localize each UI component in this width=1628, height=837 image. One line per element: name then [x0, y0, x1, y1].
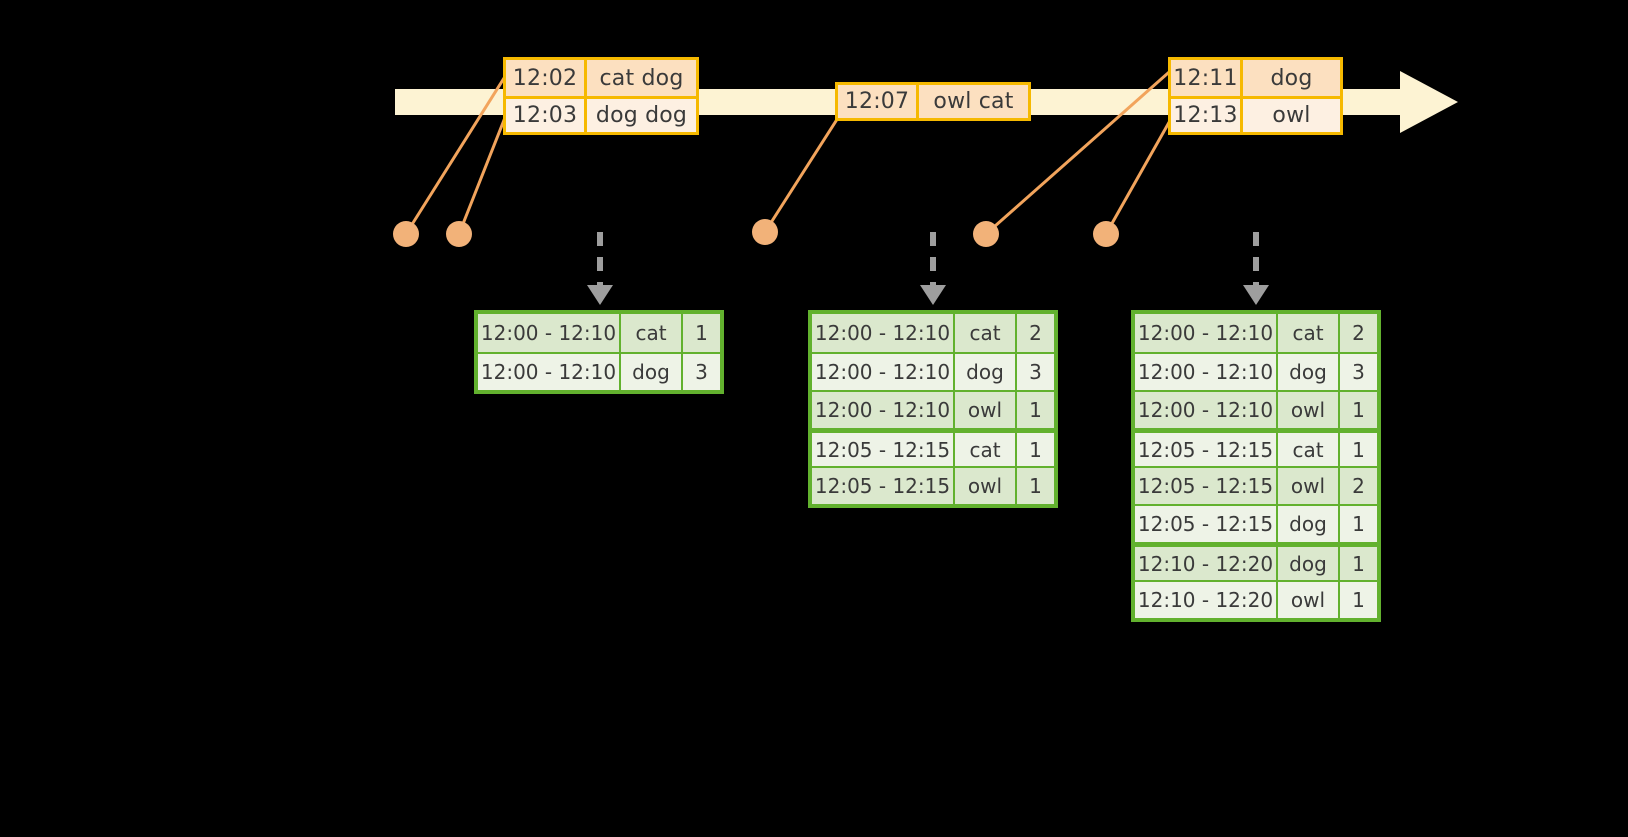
count-cell: 1 — [1352, 398, 1365, 422]
event-value: dog — [1270, 65, 1313, 91]
record-dot-5 — [1093, 221, 1119, 247]
emit-arrow-head-icon — [1243, 285, 1269, 305]
event-value: owl — [1272, 103, 1311, 128]
key-cell: owl — [955, 468, 1017, 504]
key-cell: cat — [1278, 433, 1340, 466]
window-cell: 12:05 - 12:15 — [1135, 468, 1278, 504]
leader-line-3 — [763, 109, 845, 233]
window-cell: 12:05 - 12:15 — [812, 468, 955, 504]
count-cell: 1 — [1352, 512, 1365, 536]
count-cell: 2 — [1352, 321, 1365, 345]
event-value: cat dog — [599, 65, 684, 91]
key-cell: cat — [1278, 314, 1340, 352]
event-time: 12:02 — [506, 60, 587, 96]
key-cell: owl — [1278, 582, 1340, 618]
key-cell: owl — [1278, 392, 1340, 428]
count-cell: 3 — [1029, 360, 1042, 384]
record-dot-3 — [752, 219, 778, 245]
leader-line-5 — [1104, 109, 1178, 235]
window-cell: 12:05 - 12:15 — [1135, 433, 1278, 466]
record-dot-4 — [973, 221, 999, 247]
event-group-2: 12:07 owl cat — [835, 82, 1031, 121]
count-cell: 2 — [1352, 474, 1365, 498]
count-cell: 1 — [695, 321, 708, 345]
event-value: dog dog — [595, 103, 688, 128]
count-cell: 1 — [1352, 588, 1365, 612]
event-row: 12:02 cat dog — [506, 60, 696, 96]
count-cell: 1 — [1352, 437, 1365, 462]
window-cell: 12:00 - 12:10 — [1135, 314, 1278, 352]
count-cell: 3 — [1352, 360, 1365, 384]
window-cell: 12:00 - 12:10 — [1135, 392, 1278, 428]
key-cell: cat — [955, 314, 1017, 352]
count-cell: 2 — [1029, 321, 1042, 345]
key-cell: cat — [621, 314, 683, 352]
event-row: 12:13 owl — [1171, 96, 1340, 132]
count-cell: 1 — [1029, 474, 1042, 498]
event-time: 12:11 — [1171, 60, 1243, 96]
event-time: 12:03 — [506, 99, 587, 132]
emit-arrow-1 — [587, 232, 613, 305]
leader-line-2 — [457, 109, 510, 235]
event-row: 12:03 dog dog — [506, 96, 696, 132]
window-cell: 12:00 - 12:10 — [812, 354, 955, 390]
key-cell: owl — [1278, 468, 1340, 504]
event-value: owl cat — [933, 89, 1014, 114]
event-group-3: 12:11 dog 12:13 owl — [1168, 57, 1343, 135]
emit-arrow-3 — [1243, 232, 1269, 305]
window-cell: 12:00 - 12:10 — [478, 314, 621, 352]
event-row: 12:11 dog — [1171, 60, 1340, 96]
key-cell: cat — [955, 433, 1017, 466]
window-cell: 12:10 - 12:20 — [1135, 582, 1278, 618]
event-time: 12:07 — [838, 85, 919, 118]
event-row: 12:07 owl cat — [838, 85, 1028, 118]
count-cell: 1 — [1352, 551, 1365, 576]
window-cell: 12:05 - 12:15 — [812, 433, 955, 466]
emit-arrow-2 — [920, 232, 946, 305]
key-cell: dog — [955, 354, 1017, 390]
event-group-1: 12:02 cat dog 12:03 dog dog — [503, 57, 699, 135]
event-time: 12:13 — [1171, 99, 1243, 132]
count-cell: 1 — [1029, 398, 1042, 422]
emit-arrow-head-icon — [920, 285, 946, 305]
emit-arrow-head-icon — [587, 285, 613, 305]
record-dot-2 — [446, 221, 472, 247]
record-dot-1 — [393, 221, 419, 247]
key-cell: dog — [1278, 506, 1340, 542]
timeline-arrowhead-icon — [1400, 71, 1458, 133]
window-cell: 12:10 - 12:20 — [1135, 547, 1278, 580]
key-cell: dog — [1278, 547, 1340, 580]
key-cell: dog — [621, 354, 683, 390]
window-cell: 12:00 - 12:10 — [812, 392, 955, 428]
key-cell: owl — [955, 392, 1017, 428]
window-cell: 12:05 - 12:15 — [1135, 506, 1278, 542]
window-cell: 12:00 - 12:10 — [812, 314, 955, 352]
window-cell: 12:00 - 12:10 — [478, 354, 621, 390]
count-cell: 1 — [1029, 437, 1042, 462]
count-cell: 3 — [695, 360, 708, 384]
window-cell: 12:00 - 12:10 — [1135, 354, 1278, 390]
key-cell: dog — [1278, 354, 1340, 390]
